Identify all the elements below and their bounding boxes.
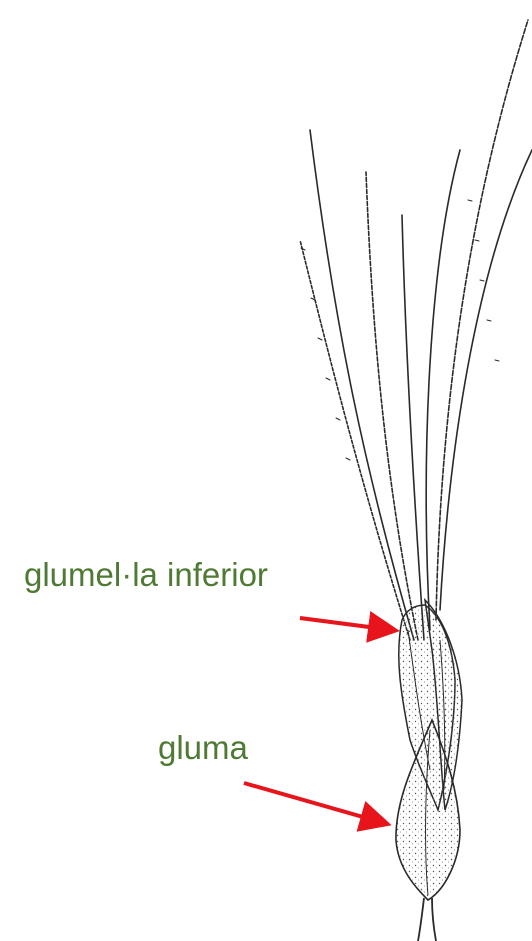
awn-4 (402, 215, 424, 640)
lower-lemma-label: glumel·la inferior (24, 558, 268, 591)
glume-arrow (244, 783, 384, 823)
glume-label: gluma (158, 731, 248, 764)
awn-1 (300, 240, 410, 640)
awn-6 (436, 20, 528, 620)
awn-2 (310, 130, 414, 640)
awn-7 (440, 150, 532, 610)
stalk (418, 898, 436, 941)
lower-lemma-arrow (300, 618, 392, 630)
awns (300, 20, 532, 640)
